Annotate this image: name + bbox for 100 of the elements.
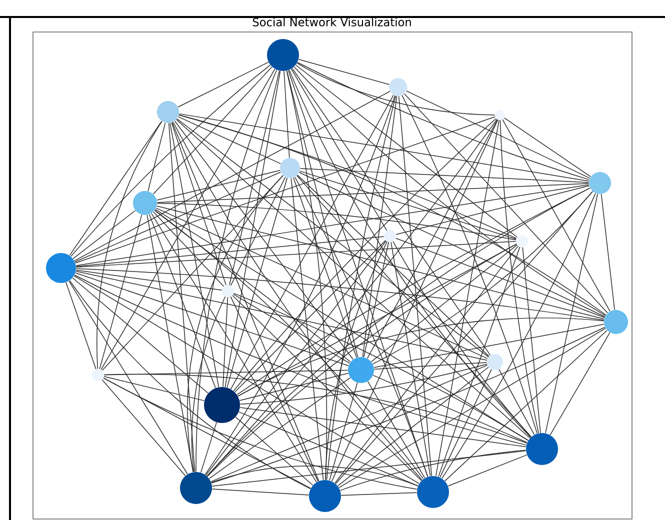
network-edge <box>208 377 351 479</box>
network-edge <box>500 120 539 434</box>
network-edge <box>363 242 390 358</box>
network-edge <box>522 246 541 434</box>
network-edge <box>196 70 278 472</box>
network-edge <box>104 376 205 402</box>
network-edge <box>170 122 220 388</box>
chart-title: Social Network Visualization <box>252 18 411 26</box>
network-edge <box>297 174 490 357</box>
network-edge <box>72 278 208 394</box>
network-edge <box>178 116 282 164</box>
network-edge <box>293 177 357 358</box>
network-edge <box>176 119 530 438</box>
network-edge <box>72 210 136 260</box>
network-edge <box>366 119 498 359</box>
network-edge <box>210 466 418 486</box>
network-edge <box>156 183 590 203</box>
network-edge <box>171 122 226 286</box>
network-edge <box>236 188 590 396</box>
network-edge <box>156 202 516 240</box>
network-edge <box>76 270 488 361</box>
network-edge <box>69 120 162 256</box>
network-edge <box>290 68 388 231</box>
network-edge <box>234 240 386 392</box>
network-edge <box>102 379 186 476</box>
network-edge <box>286 70 358 358</box>
network-edge <box>600 194 615 310</box>
network-edge <box>334 246 519 484</box>
network-edge <box>362 96 398 358</box>
network-edge <box>337 366 489 486</box>
network-edge <box>76 241 516 268</box>
network-edge <box>69 280 311 490</box>
network-edge <box>392 241 532 438</box>
network-edge <box>504 118 592 178</box>
network-edge <box>74 274 527 446</box>
network-edge <box>100 68 276 370</box>
network-edge <box>211 326 606 484</box>
network-node <box>526 433 558 465</box>
network-edge <box>294 176 428 477</box>
network-edge <box>206 118 498 476</box>
network-node <box>46 253 76 283</box>
network-edge <box>396 185 590 235</box>
network-edge <box>438 246 520 478</box>
network-edge <box>153 212 224 287</box>
network-node <box>133 191 157 215</box>
network-node <box>516 235 528 247</box>
network-edge <box>200 422 217 473</box>
network-edge <box>68 280 188 474</box>
network-edge <box>224 70 281 388</box>
network-edge <box>297 62 590 180</box>
network-edge <box>74 172 281 262</box>
network-edge <box>545 194 598 434</box>
network-edge <box>338 328 606 488</box>
network-node <box>589 172 611 194</box>
network-node <box>348 357 374 383</box>
network-node <box>180 472 212 504</box>
network-edge <box>206 240 387 476</box>
network-edge <box>156 170 280 200</box>
network-edge <box>212 488 310 496</box>
network-edge <box>153 66 272 194</box>
network-edge <box>284 70 290 158</box>
network-edge <box>298 58 390 85</box>
network-node <box>417 476 449 508</box>
network-edge <box>374 362 488 370</box>
network-edge <box>331 119 498 482</box>
network-edge <box>325 241 388 480</box>
network-edge <box>398 96 432 476</box>
network-edge <box>99 214 142 370</box>
network-node <box>157 101 179 123</box>
network-edge <box>296 62 496 116</box>
network-node <box>204 387 240 423</box>
network-edge <box>96 121 162 370</box>
network-edge <box>502 119 610 312</box>
network-edge <box>76 184 590 266</box>
network-edge <box>226 178 288 388</box>
network-edge <box>66 282 96 370</box>
network-edge <box>103 378 312 489</box>
network-edge <box>340 492 418 496</box>
network-edge <box>156 206 604 320</box>
network-edge <box>230 94 394 390</box>
network-edge <box>70 64 271 257</box>
network-edge <box>240 407 526 448</box>
network-edge <box>367 381 426 478</box>
network-edge <box>75 116 496 264</box>
network-edge <box>298 172 606 318</box>
network-edge <box>178 113 590 182</box>
network-edge <box>288 70 532 438</box>
network-edge <box>155 209 529 441</box>
network-edge <box>290 178 324 480</box>
network-edge <box>168 122 196 472</box>
network-edge <box>444 330 608 482</box>
network-edge <box>229 70 280 286</box>
network-edge <box>212 450 526 487</box>
network-edge <box>296 175 532 438</box>
network-edge <box>104 374 528 444</box>
network-edge <box>174 120 354 360</box>
network-edge <box>442 192 596 479</box>
network-edge <box>402 94 538 434</box>
network-edge <box>329 382 358 481</box>
network-edge <box>154 210 424 480</box>
